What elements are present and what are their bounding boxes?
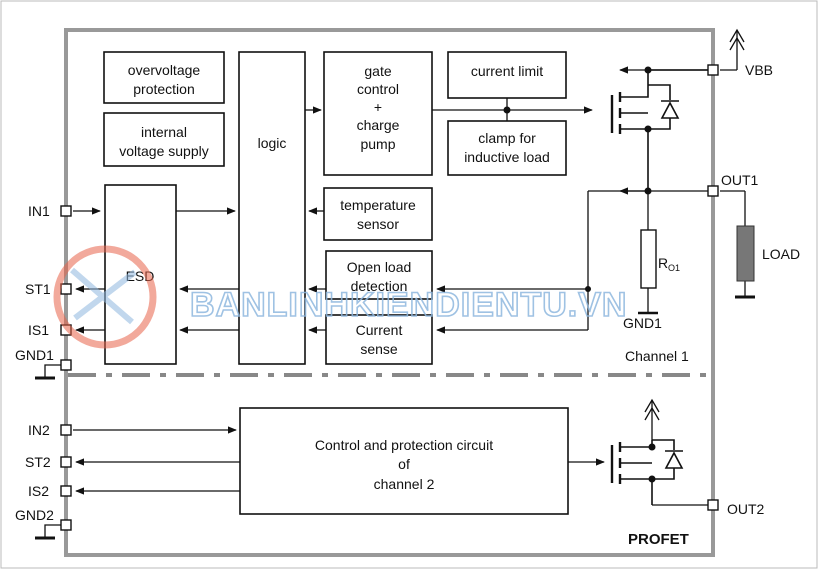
pin-label-out2: OUT2: [727, 501, 765, 517]
pin-is2: [60, 485, 72, 497]
temp-label-1: temperature: [340, 197, 416, 213]
internal-voltage-supply-block: internal voltage supply: [103, 112, 225, 167]
logic-block: logic: [238, 51, 306, 365]
clamp-inductive-load-block: clamp for inductive load: [447, 120, 567, 176]
pin-label-vbb: VBB: [745, 62, 773, 78]
current-limit-block: current limit: [447, 51, 567, 99]
pin-label-gnd1: GND1: [15, 347, 54, 363]
node-dot: [644, 66, 652, 74]
channel2-wiring: [73, 398, 708, 506]
internal-supply-label-2: voltage supply: [119, 143, 209, 159]
pin-label-st1: ST1: [25, 281, 51, 297]
temperature-sensor-block: temperature sensor: [323, 187, 433, 241]
pin-in1: [60, 205, 72, 217]
pin-label-in2: IN2: [28, 422, 50, 438]
ctrl2-label-2: of: [398, 456, 410, 472]
pin-label-is1: IS1: [28, 322, 49, 338]
pin-label-in1: IN1: [28, 203, 50, 219]
current-limit-label: current limit: [471, 63, 543, 79]
resistor-label: R: [658, 255, 668, 271]
pin-label-gnd2: GND2: [15, 507, 54, 523]
watermark-text: BANLINHKIENDIENTU.VN: [190, 286, 627, 324]
pin-st1: [60, 283, 72, 295]
gate-label-5: pump: [360, 136, 395, 152]
pin-st2: [60, 456, 72, 468]
pin-in2: [60, 424, 72, 436]
pin-out2: [707, 499, 719, 511]
resistor-subscript: O1: [668, 263, 680, 273]
pin-vbb: [707, 64, 719, 76]
node-dot: [585, 286, 591, 292]
logic-label: logic: [258, 135, 287, 151]
pin-label-st2: ST2: [25, 454, 51, 470]
gate-label-3: +: [374, 99, 382, 115]
channel2-control-block: Control and protection circuit of channe…: [239, 407, 569, 515]
gate-label-4: charge: [357, 117, 400, 133]
node-dot: [503, 106, 511, 114]
node-dot: [644, 125, 652, 133]
clamp-label-2: inductive load: [464, 149, 550, 165]
pin-label-is2: IS2: [28, 483, 49, 499]
power-mosfet-channel1: [610, 69, 708, 191]
watermark-logo: [53, 245, 157, 349]
pin-gnd1: [60, 359, 72, 371]
gate-control-charge-pump-block: gate control + charge pump: [323, 51, 433, 176]
profet-label: PROFET: [628, 531, 689, 548]
overvoltage-label-1: overvoltage: [128, 62, 201, 78]
current-sense-label-2: sense: [360, 341, 398, 357]
load-label: LOAD: [762, 246, 800, 262]
overvoltage-label-2: protection: [133, 81, 194, 97]
gate-label-1: gate: [364, 63, 391, 79]
node-dot: [644, 187, 652, 195]
node-dot: [648, 475, 656, 483]
pin-gnd2: [60, 519, 72, 531]
open-load-detection-block: Open load detection: [325, 250, 433, 300]
esd-block: ESD: [104, 184, 177, 365]
ctrl2-label-3: channel 2: [374, 476, 435, 492]
power-mosfet-channel2: [610, 439, 684, 505]
gate-label-2: control: [357, 81, 399, 97]
current-sense-label-1: Current: [356, 322, 403, 338]
ground-symbols: [35, 311, 658, 540]
pin-squares: [60, 64, 719, 531]
node-dot: [648, 443, 656, 451]
channel1-label: Channel 1: [625, 348, 689, 364]
pin-label-out1: OUT1: [721, 172, 759, 188]
openload-label-2: detection: [351, 278, 408, 294]
clamp-label-1: clamp for: [478, 130, 536, 146]
current-sense-block: Current sense: [325, 314, 433, 365]
openload-label-1: Open load: [347, 259, 412, 275]
gnd1-resistor-label: GND1: [623, 315, 662, 331]
resistor-ro1: R O1: [640, 229, 680, 289]
ctrl2-label-1: Control and protection circuit: [315, 437, 493, 453]
temp-label-2: sensor: [357, 216, 399, 232]
pin-out1: [707, 185, 719, 197]
internal-supply-label-1: internal: [141, 124, 187, 140]
load: LOAD: [736, 225, 800, 282]
overvoltage-protection-block: overvoltage protection: [103, 51, 225, 104]
